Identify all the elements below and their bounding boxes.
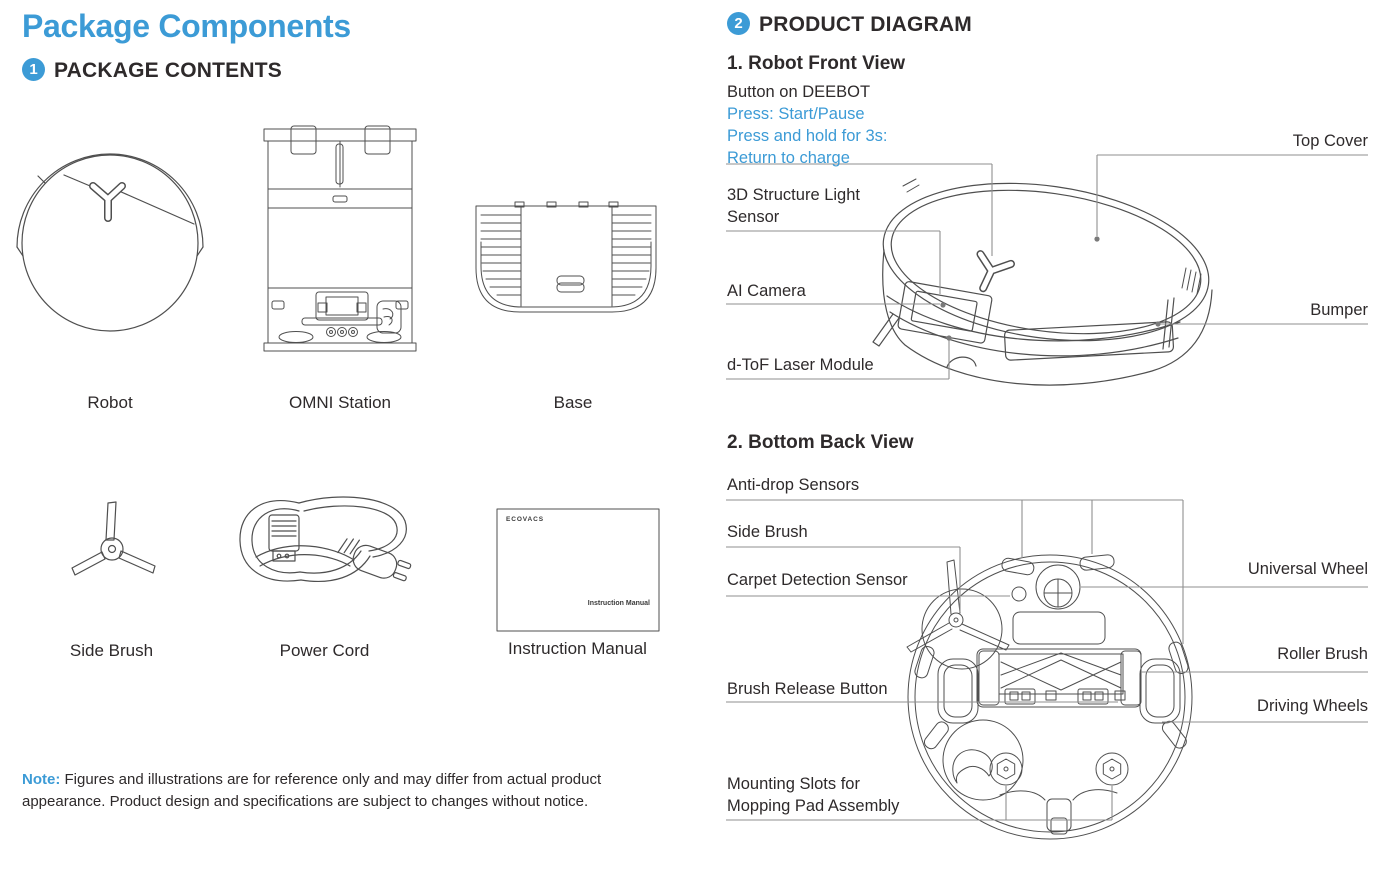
power-cord-illustration [239, 496, 412, 583]
caption-base: Base [553, 393, 593, 412]
label-top-cover: Top Cover [1292, 132, 1368, 150]
instruction-manual-illustration [496, 508, 660, 632]
robot-top-illustration [16, 153, 204, 332]
caption-instruction-manual: Instruction Manual [508, 639, 647, 658]
label-3d-structure-light-sensor: 3D Structure Light Sensor [727, 186, 860, 226]
bottom-view-heading: 2. Bottom Back View [727, 432, 914, 453]
note-label: Note: [22, 771, 61, 788]
label-universal-wheel: Universal Wheel [1247, 560, 1368, 578]
label-press-start-pause: Press: Start/Pause [727, 105, 865, 123]
robot-front-view-drawing [872, 178, 1213, 386]
label-mounting-slots: Mounting Slots for Mopping Pad Assembly [727, 775, 900, 815]
manual-cover-title: Instruction Manual [587, 600, 650, 607]
note-text: Figures and illustrations are for refere… [22, 771, 602, 810]
manual-cover-brand: ECOVACS [506, 516, 544, 523]
side-brush-illustration [71, 501, 156, 576]
label-dtof-laser-module: d-ToF Laser Module [727, 356, 874, 374]
page-title: Package Components [22, 8, 351, 44]
section-1-badge: 1 [22, 58, 45, 81]
label-side-brush: Side Brush [727, 523, 808, 541]
label-return-to-charge: Return to charge [727, 149, 850, 167]
section-2-title: PRODUCT DIAGRAM [759, 13, 972, 36]
label-button-on-deebot: Button on DEEBOT [727, 83, 871, 101]
bottom-view-leader-lines [726, 499, 1368, 821]
front-view-heading: 1. Robot Front View [727, 53, 906, 74]
base-illustration [475, 201, 657, 313]
front-view-leader-lines [726, 154, 1368, 380]
label-driving-wheels: Driving Wheels [1257, 697, 1368, 715]
section-2-badge: 2 [727, 12, 750, 35]
label-carpet-detection-sensor: Carpet Detection Sensor [727, 571, 908, 589]
omni-station-illustration [263, 125, 417, 352]
label-press-hold: Press and hold for 3s: [727, 127, 888, 145]
label-roller-brush: Roller Brush [1277, 645, 1368, 663]
label-brush-release-button: Brush Release Button [727, 680, 888, 698]
section-1-title: PACKAGE CONTENTS [54, 59, 282, 82]
label-ai-camera: AI Camera [727, 282, 806, 300]
label-anti-drop-sensors: Anti-drop Sensors [727, 476, 860, 494]
note: Note: Figures and illustrations are for … [22, 769, 677, 813]
caption-power-cord: Power Cord [279, 641, 370, 660]
robot-bottom-view-drawing [906, 554, 1193, 840]
caption-side-brush: Side Brush [69, 641, 154, 660]
caption-omni-station: OMNI Station [288, 393, 392, 412]
caption-robot: Robot [87, 393, 133, 412]
label-bumper: Bumper [1310, 301, 1368, 319]
